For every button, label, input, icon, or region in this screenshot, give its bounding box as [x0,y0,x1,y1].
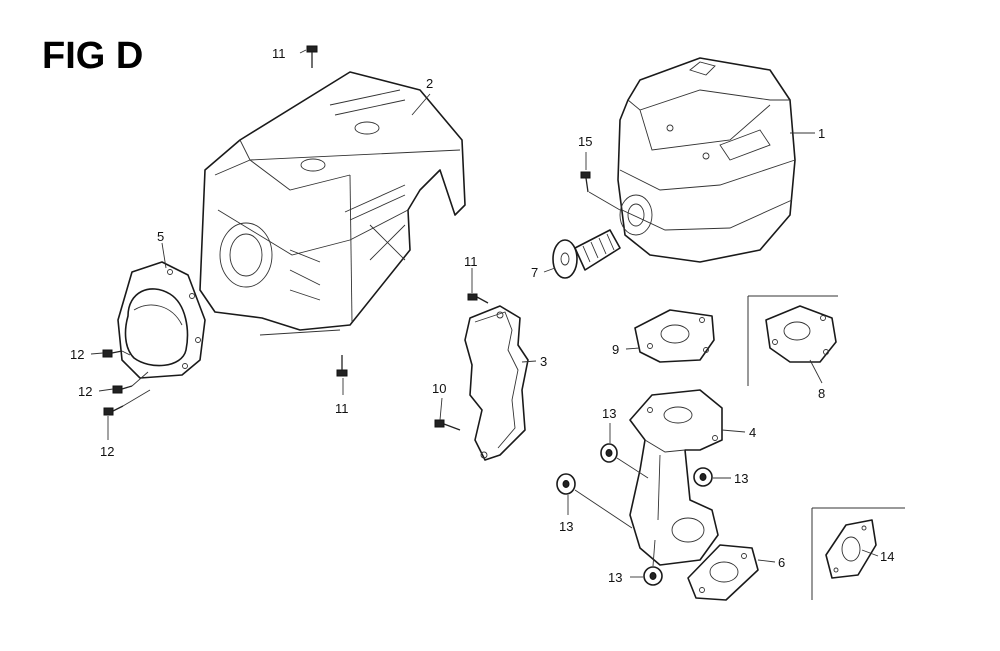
callout-10: 10 [432,381,446,396]
callout-13-c: 13 [734,471,748,486]
bolt-11-bottom [336,355,348,377]
part-5-cover [117,261,206,379]
bolt-12-a [102,349,123,358]
callout-1: 1 [818,126,825,141]
callout-8: 8 [818,386,825,401]
callout-11-bottom: 11 [335,401,349,416]
part-14-gasket [811,507,905,600]
callout-13-b: 13 [559,519,573,534]
part-1-muffler [617,57,796,263]
callout-12-a: 12 [70,347,84,362]
part-8-gasket [747,295,838,386]
callout-13-d: 13 [608,570,622,585]
callout-9: 9 [612,342,619,357]
part-6-gasket [687,544,759,601]
bolt-11-top [306,45,318,68]
nut-13-d [643,566,663,586]
callout-2: 2 [426,76,433,91]
callout-12-c: 12 [100,444,114,459]
part-2-muffler-protector [199,71,466,336]
part-4-exhaust-pipe [629,389,723,566]
callout-13-a: 13 [602,406,616,421]
leader-lines [90,49,879,578]
callout-4: 4 [749,425,756,440]
nut-13-b [556,473,576,495]
bolt-15 [580,171,591,193]
part-3-bracket [464,305,529,461]
callout-14: 14 [880,549,894,564]
callout-5: 5 [157,229,164,244]
callout-11-top: 11 [272,46,286,61]
bolt-11-bracket [467,293,489,304]
nut-13-c [693,467,713,487]
callout-6: 6 [778,555,785,570]
callout-7: 7 [531,265,538,280]
callout-12-b: 12 [78,384,92,399]
bolt-12-b [112,385,133,394]
nut-13-a [600,443,618,463]
callout-3: 3 [540,354,547,369]
bolt-12-c [103,405,124,416]
part-9-gasket [634,309,715,363]
bolt-10 [434,419,461,431]
callout-11-bracket: 11 [464,254,478,269]
figure-title: FIG D [42,35,143,77]
callout-labels: 1 2 3 4 5 6 7 8 9 10 11 11 11 12 12 12 1… [70,46,894,585]
callout-15: 15 [578,134,592,149]
part-7-spark-arrester [552,229,621,279]
